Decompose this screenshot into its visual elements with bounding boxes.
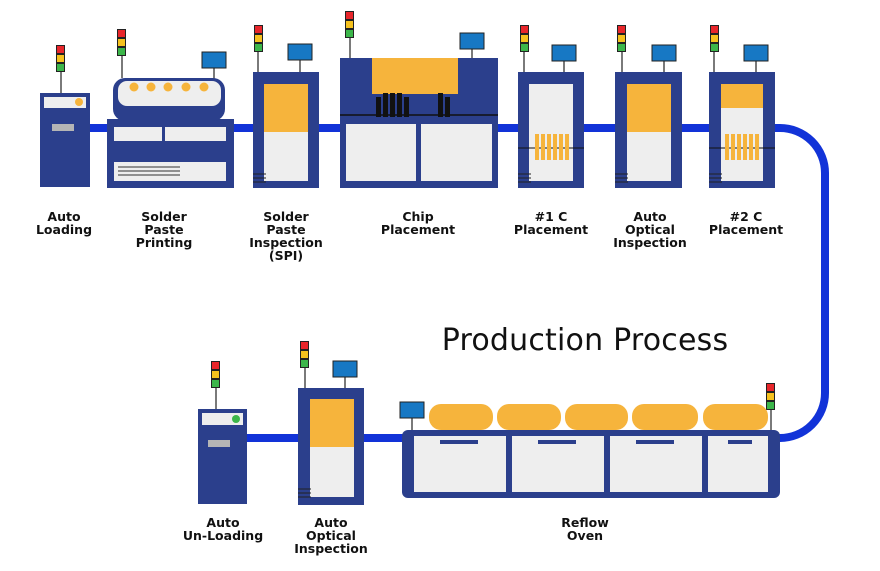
signal-light-icon bbox=[710, 25, 719, 52]
monitor-icon bbox=[651, 44, 677, 62]
label-chip-placement: Chip Placement bbox=[380, 209, 456, 237]
signal-light-icon bbox=[211, 361, 220, 388]
monitor-icon bbox=[743, 44, 769, 62]
monitor-icon bbox=[459, 32, 485, 50]
chip-placement-machine bbox=[340, 11, 498, 188]
reflow-oven-machine bbox=[399, 383, 780, 498]
signal-light-icon bbox=[617, 25, 626, 52]
signal-light-icon bbox=[520, 25, 529, 52]
monitor-icon bbox=[201, 51, 227, 69]
signal-light-icon bbox=[117, 29, 126, 56]
label-solder-paste-inspection: Solder Paste Inspection (SPI) bbox=[249, 209, 323, 263]
diagram-title: Production Process bbox=[441, 323, 729, 358]
label-reflow-oven: Reflow Oven bbox=[561, 515, 609, 543]
auto-optical-inspection-2-machine bbox=[298, 341, 364, 505]
solder-paste-inspection-machine bbox=[253, 25, 319, 188]
2c-placement-machine bbox=[709, 25, 775, 188]
auto-unloading-machine bbox=[198, 361, 247, 504]
monitor-icon bbox=[332, 360, 358, 378]
monitor-icon bbox=[287, 43, 313, 61]
label-solder-paste-printing: Solder Paste Printing bbox=[135, 209, 193, 250]
label-1c-placement: #1 C Placement bbox=[513, 209, 589, 237]
signal-light-icon bbox=[300, 341, 309, 368]
auto-loading-machine bbox=[40, 45, 90, 187]
label-auto-loading: Auto Loading bbox=[35, 209, 93, 237]
label-2c-placement: #2 C Placement bbox=[708, 209, 784, 237]
1c-placement-machine bbox=[518, 25, 584, 188]
signal-light-icon bbox=[345, 11, 354, 38]
monitor-icon bbox=[551, 44, 577, 62]
signal-light-icon bbox=[254, 25, 263, 52]
signal-light-icon bbox=[766, 383, 775, 410]
monitor-icon bbox=[399, 401, 425, 419]
conveyor bbox=[60, 124, 829, 442]
solder-paste-printing-machine bbox=[107, 29, 234, 188]
label-auto-optical-inspection-2: Auto Optical Inspection bbox=[294, 515, 368, 556]
signal-light-icon bbox=[56, 45, 65, 72]
label-auto-unloading: Auto Un-Loading bbox=[182, 515, 264, 543]
label-auto-optical-inspection-1: Auto Optical Inspection bbox=[613, 209, 687, 250]
auto-optical-inspection-1-machine bbox=[615, 25, 682, 188]
